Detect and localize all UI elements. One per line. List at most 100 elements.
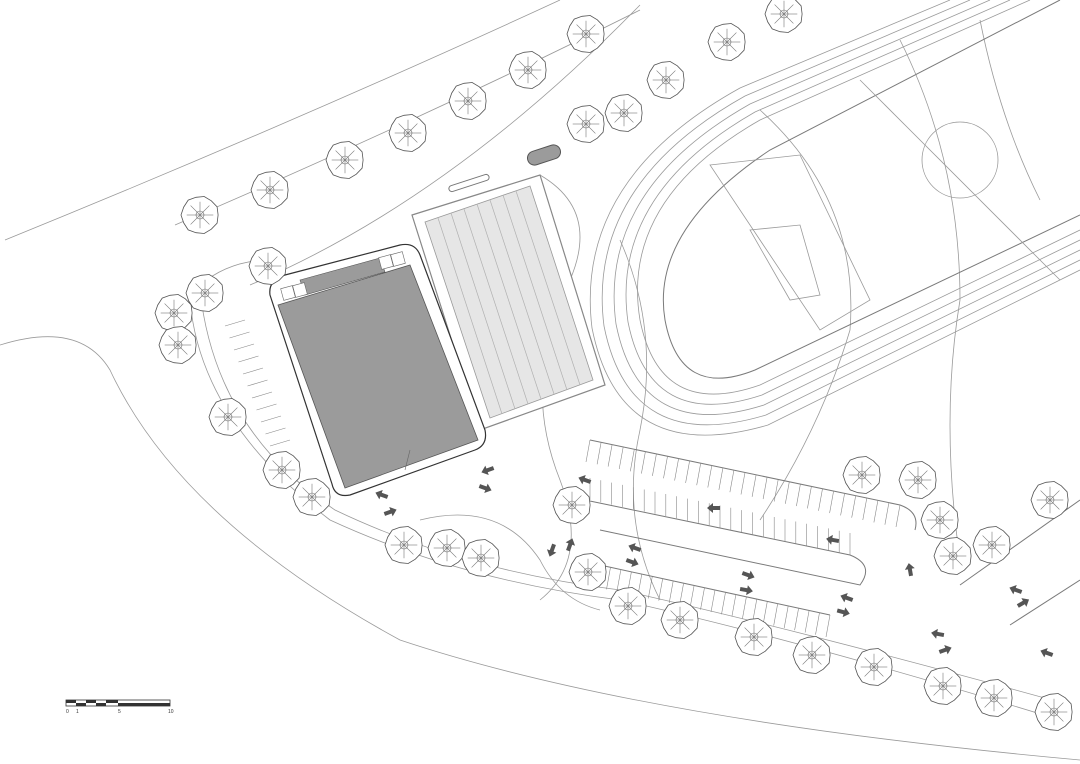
tree-icon — [154, 294, 193, 332]
parking-stall-line — [763, 601, 768, 624]
tree-icon — [566, 15, 605, 53]
tree-icon — [898, 461, 937, 499]
parking-stall-line — [710, 589, 716, 613]
arrow-icon — [546, 543, 557, 557]
tree-icon — [842, 456, 881, 494]
scale-label-10: 10 — [168, 709, 174, 715]
tree-icon — [854, 648, 893, 686]
parking-stall-line — [895, 504, 901, 528]
arrow-icon — [1040, 647, 1054, 658]
arrow-icon — [707, 503, 720, 513]
arrow-icon — [1016, 598, 1030, 608]
arrow-icon — [578, 474, 592, 485]
tree-icon — [566, 105, 605, 143]
arrow-icon — [383, 506, 397, 517]
arrow-icon — [478, 483, 492, 494]
parking-stall-line — [840, 493, 845, 516]
traffic-arrows — [375, 465, 1054, 658]
parking-stall-line — [740, 472, 746, 495]
tree-icon — [764, 0, 803, 33]
arrow-icon — [741, 570, 755, 581]
parking-stall-line — [663, 456, 668, 479]
parking-stall-line — [641, 451, 646, 474]
tree-icon — [248, 247, 287, 285]
parking-stall-line — [265, 427, 286, 435]
tree-icon — [262, 451, 301, 489]
tree-icon — [1034, 693, 1073, 731]
parking-stall-line — [224, 319, 246, 327]
parking-stall-line — [773, 479, 779, 502]
parking-stall-line — [851, 495, 856, 518]
parking-stall-line — [668, 580, 674, 603]
parking-stall-line — [696, 463, 701, 486]
parking-stall-line — [630, 449, 635, 472]
running-track — [589, 0, 1080, 436]
parking-stall-line — [685, 460, 690, 483]
tree-icon — [646, 61, 685, 99]
tree-icon — [250, 171, 289, 209]
parking-stall-line — [815, 612, 820, 635]
tree-icon — [388, 114, 427, 152]
tree-icon — [552, 486, 591, 524]
parking-stall-line — [238, 355, 259, 363]
arrow-icon — [938, 644, 952, 655]
scale-label-1: 1 — [76, 709, 79, 715]
parking-stall-line — [762, 477, 768, 500]
tree-icon — [448, 82, 487, 120]
parking-stall-line — [700, 587, 705, 610]
tree-icon — [734, 618, 773, 656]
tree-icon — [325, 141, 364, 179]
contour-lines — [419, 19, 1041, 611]
scale-label-0: 0 — [66, 709, 69, 715]
tree-icon — [972, 526, 1011, 564]
parking-stall-line — [773, 603, 778, 626]
arrow-icon — [836, 607, 850, 618]
parking-stall-line — [783, 605, 789, 628]
arrow-icon — [904, 563, 915, 577]
arrow-icon — [931, 628, 945, 639]
tree-icon — [707, 23, 746, 61]
parking-stall-line — [256, 403, 277, 411]
tree-icon — [608, 587, 647, 625]
parking-stall-line — [752, 599, 758, 622]
arrow-icon — [625, 557, 639, 568]
tree-icon — [292, 478, 331, 516]
parking-stall-line — [616, 569, 622, 592]
parking-stall-line — [674, 458, 679, 481]
arrow-icon — [840, 592, 854, 603]
parking-stall-line — [862, 497, 868, 521]
parking-stall-line — [652, 453, 657, 476]
parking-stall-line — [251, 391, 273, 399]
tree-icon — [384, 526, 423, 564]
parking-stall-line — [606, 567, 611, 590]
tree-icon — [974, 679, 1013, 717]
scale-label-5: 5 — [118, 709, 121, 715]
tree-icon — [208, 398, 247, 436]
parking-stall-line — [689, 585, 695, 608]
tree-icon — [792, 636, 831, 674]
arrow-icon — [1009, 584, 1023, 595]
tree-icon — [158, 326, 197, 364]
tree-icon — [1030, 481, 1069, 519]
arrow-icon — [628, 542, 642, 553]
arrow-icon — [375, 489, 389, 500]
tree-icon — [568, 553, 607, 591]
arrow-icon — [826, 534, 840, 545]
tree-icon — [920, 501, 959, 539]
tree-icon — [923, 667, 962, 705]
parking-stall-line — [618, 446, 624, 470]
parking-stall-line — [818, 488, 823, 511]
parking-stall-line — [751, 474, 757, 497]
parking-stall-line — [829, 491, 834, 514]
parking-stall-line — [233, 343, 255, 351]
parking-stall-line — [729, 470, 735, 493]
parking-stall-line — [707, 465, 713, 488]
parking-stall-line — [596, 442, 602, 465]
parking-stall-line — [796, 484, 801, 507]
arrow-icon — [481, 465, 495, 476]
parking-stall-line — [825, 614, 831, 638]
parking-stall-line — [807, 486, 812, 509]
sports-hall — [269, 243, 487, 497]
scale-bar: 0 1 5 10 — [65, 699, 174, 715]
